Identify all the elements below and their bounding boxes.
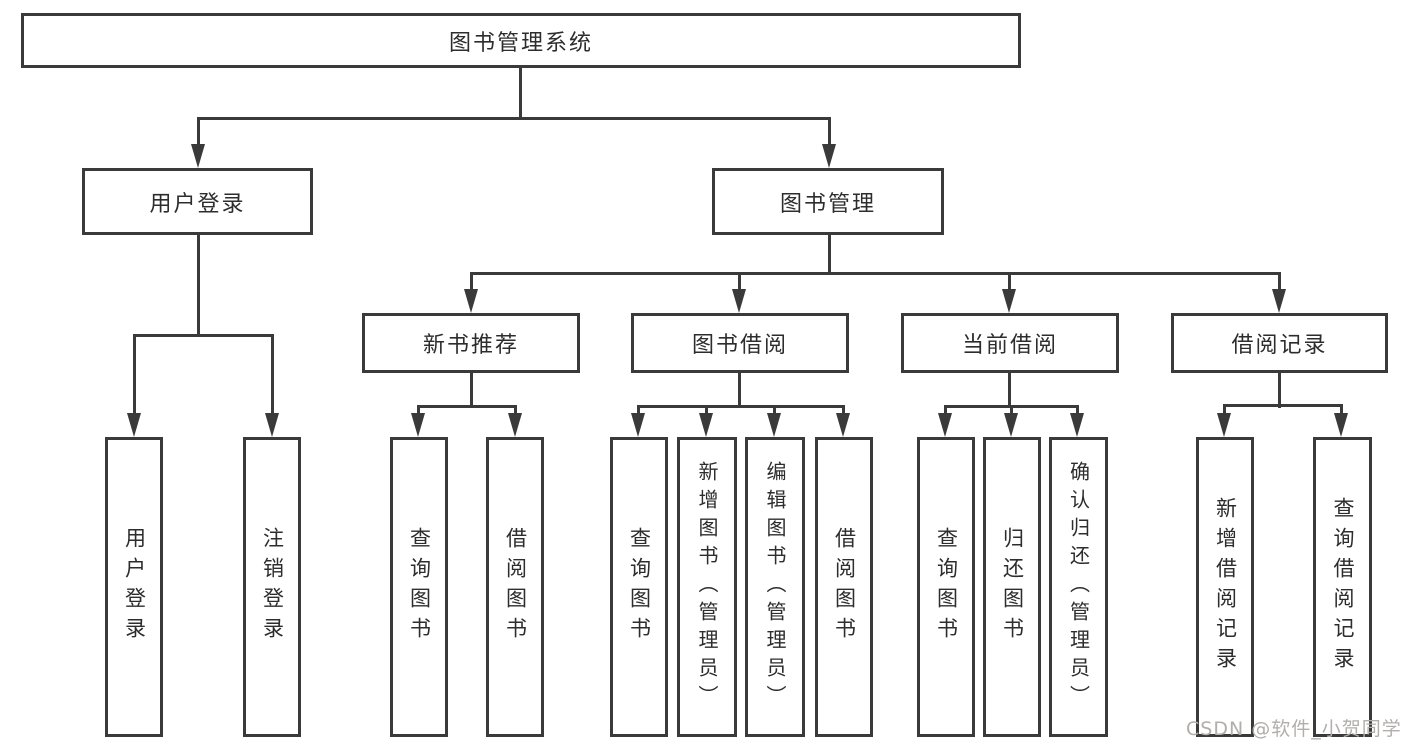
arrowhead-down-icon: [265, 413, 279, 437]
connector-stem: [1223, 404, 1226, 416]
arrowhead-down-icon: [631, 413, 645, 437]
arrowhead-down-icon: [508, 413, 522, 437]
leaf-logout-label: 注销登录: [260, 527, 285, 647]
connector-stem: [470, 272, 473, 291]
arrowhead-down-icon: [822, 144, 836, 168]
leaf-borrow-book-recommend-label: 借阅图书: [503, 527, 528, 647]
connector-branch: [417, 405, 517, 408]
arrowhead-down-icon: [191, 144, 205, 168]
connector-userlogin-branch: [133, 334, 274, 337]
leaf-logout: 注销登录: [243, 437, 301, 737]
connector-stem: [1340, 404, 1343, 416]
node-current-borrow-label: 当前借阅: [961, 333, 1058, 358]
connector-branch: [637, 405, 845, 408]
leaf-borrow-book-label: 借阅图书: [832, 527, 857, 647]
connector-stem: [828, 117, 831, 146]
arrowhead-down-icon: [1334, 413, 1348, 437]
arrowhead-down-icon: [938, 413, 952, 437]
arrowhead-down-icon: [732, 289, 746, 313]
node-book-management-label: 图书管理: [779, 191, 876, 217]
node-current-borrow: 当前借阅: [901, 313, 1119, 373]
leaf-return-book-label: 归还图书: [1000, 527, 1025, 647]
leaf-add-book-admin: 新增图书（管理员）: [677, 437, 737, 737]
leaf-query-book-recommend-label: 查询图书: [407, 527, 432, 647]
arrowhead-down-icon: [1002, 289, 1016, 313]
leaf-user-login: 用户登录: [105, 437, 163, 737]
leaf-query-borrow-record: 查询借阅记录: [1313, 437, 1372, 737]
connector-stem: [773, 405, 776, 417]
connector-stem: [417, 405, 420, 417]
connector-stem: [738, 272, 741, 291]
node-root: 图书管理系统: [21, 13, 1021, 68]
connector-stem: [1008, 272, 1011, 291]
leaf-confirm-return-admin-label: 确认归还（管理员）: [1066, 461, 1091, 713]
connector-stem: [738, 373, 741, 408]
arrowhead-down-icon: [464, 289, 478, 313]
leaf-query-book-current-label: 查询图书: [934, 527, 959, 647]
leaf-user-login-label: 用户登录: [122, 527, 147, 647]
csdn-watermark: CSDN @软件_小贺同学: [1186, 718, 1402, 740]
arrowhead-down-icon: [836, 413, 850, 437]
node-user-login-label: 用户登录: [149, 191, 246, 217]
node-new-book-recommend: 新书推荐: [362, 313, 580, 373]
arrowhead-down-icon: [767, 413, 781, 437]
connector-level3-branch: [470, 272, 1281, 275]
connector-stem: [271, 334, 274, 415]
arrowhead-down-icon: [411, 413, 425, 437]
connector-userlogin-trunk: [197, 235, 200, 337]
connector-stem: [133, 334, 136, 415]
arrowhead-down-icon: [1272, 289, 1286, 313]
connector-root-trunk: [519, 68, 522, 118]
connector-stem: [637, 405, 640, 417]
leaf-query-book-borrow-label: 查询图书: [627, 527, 652, 647]
arrowhead-down-icon: [1217, 413, 1231, 437]
node-root-label: 图书管理系统: [448, 30, 593, 56]
connector-stem: [470, 373, 473, 408]
connector-stem: [1278, 373, 1281, 408]
leaf-query-book-borrow: 查询图书: [610, 437, 668, 737]
leaf-return-book: 归还图书: [983, 437, 1041, 737]
leaf-add-borrow-record-label: 新增借阅记录: [1213, 497, 1238, 677]
connector-stem: [705, 405, 708, 417]
connector-stem: [197, 117, 200, 146]
connector-stem: [514, 405, 517, 417]
leaf-borrow-book-recommend: 借阅图书: [486, 437, 544, 737]
arrowhead-down-icon: [1070, 413, 1084, 437]
connector-stem: [944, 405, 947, 417]
connector-stem: [1008, 373, 1011, 408]
leaf-confirm-return-admin: 确认归还（管理员）: [1049, 437, 1108, 737]
leaf-borrow-book: 借阅图书: [815, 437, 873, 737]
node-user-login: 用户登录: [82, 168, 313, 235]
connector-stem: [1278, 272, 1281, 291]
arrowhead-down-icon: [1004, 413, 1018, 437]
connector-level2-branch: [197, 117, 831, 120]
connector-bookmgmt-trunk: [828, 235, 831, 275]
node-book-management: 图书管理: [712, 168, 944, 235]
leaf-edit-book-admin-label: 编辑图书（管理员）: [763, 461, 787, 713]
connector-stem: [842, 405, 845, 417]
leaf-query-borrow-record-label: 查询借阅记录: [1331, 497, 1355, 677]
node-book-borrow-label: 图书借阅: [691, 333, 788, 358]
connector-stem: [1010, 405, 1013, 417]
node-book-borrow: 图书借阅: [631, 313, 849, 373]
node-borrow-records: 借阅记录: [1171, 313, 1388, 373]
connector-branch: [1223, 404, 1343, 407]
arrowhead-down-icon: [699, 413, 713, 437]
leaf-add-borrow-record: 新增借阅记录: [1196, 437, 1254, 737]
leaf-add-book-admin-label: 新增图书（管理员）: [695, 461, 719, 713]
node-borrow-records-label: 借阅记录: [1231, 333, 1328, 358]
leaf-query-book-recommend: 查询图书: [390, 437, 448, 737]
node-new-book-recommend-label: 新书推荐: [422, 333, 519, 358]
leaf-query-book-current: 查询图书: [917, 437, 975, 737]
connector-stem: [1076, 405, 1079, 417]
leaf-edit-book-admin: 编辑图书（管理员）: [745, 437, 805, 737]
arrowhead-down-icon: [127, 413, 141, 437]
